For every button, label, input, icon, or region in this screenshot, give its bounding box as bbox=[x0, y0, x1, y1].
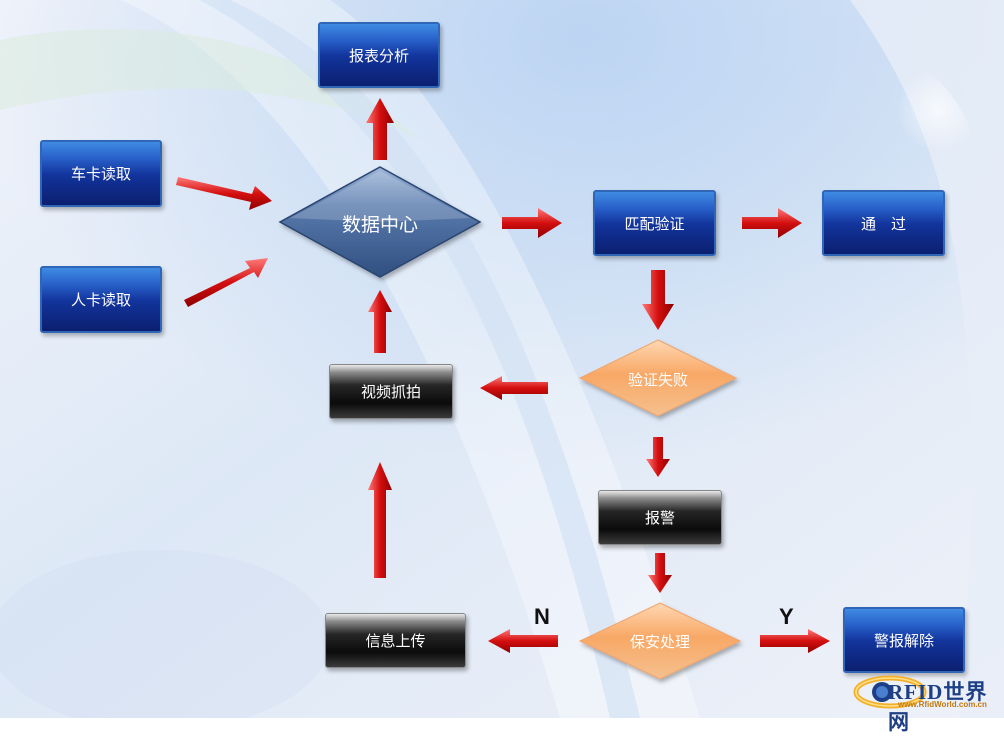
info-upload-box: 信息上传 bbox=[325, 613, 466, 668]
verify-failed-label: 验证失败 bbox=[627, 370, 688, 389]
arrow-failed-to-video bbox=[480, 376, 548, 400]
pass-label: 通 过 bbox=[860, 214, 906, 233]
pass-box: 通 过 bbox=[822, 190, 945, 256]
vehicle-card-read-box: 车卡读取 bbox=[40, 140, 162, 207]
alarm-label: 报警 bbox=[644, 509, 675, 527]
alarm-release-box: 警报解除 bbox=[843, 607, 965, 673]
data-center-label: 数据中心 bbox=[341, 213, 418, 236]
alarm-box: 报警 bbox=[598, 490, 722, 545]
arrow-center-to-match bbox=[502, 208, 562, 238]
arrow-match-to-pass bbox=[742, 208, 802, 238]
verify-failed-diamond bbox=[578, 339, 738, 417]
arrow-center-to-report bbox=[366, 98, 394, 160]
background bbox=[0, 0, 1004, 718]
person-card-read-label: 人卡读取 bbox=[70, 291, 131, 309]
flow-diagram bbox=[176, 98, 830, 680]
person-card-read-box: 人卡读取 bbox=[40, 266, 162, 333]
yes-branch-label: Y bbox=[779, 604, 794, 629]
alarm-release-label: 警报解除 bbox=[873, 631, 934, 650]
info-upload-label: 信息上传 bbox=[365, 632, 426, 650]
video-capture-label: 视频抓拍 bbox=[360, 383, 421, 401]
arrow-match-to-failed bbox=[642, 270, 674, 330]
security-handling-diamond bbox=[578, 602, 742, 680]
arrow-upload-to-video bbox=[368, 462, 392, 578]
security-handling-label: 保安处理 bbox=[629, 632, 690, 651]
match-verify-box: 匹配验证 bbox=[593, 190, 716, 256]
vehicle-card-read-label: 车卡读取 bbox=[70, 165, 131, 183]
arrow-alarm-to-security bbox=[648, 553, 672, 593]
match-verify-label: 匹配验证 bbox=[624, 214, 685, 233]
arrow-vehicle-to-center bbox=[176, 177, 272, 210]
report-analysis-box: 报表分析 bbox=[318, 22, 440, 88]
logo-url-text: www.RfidWorld.com.cn bbox=[898, 700, 987, 709]
arrow-security-to-upload bbox=[488, 629, 558, 653]
arrow-video-to-center bbox=[368, 290, 392, 353]
data-center-diamond bbox=[278, 166, 482, 278]
arrow-person-to-center bbox=[184, 258, 268, 307]
rfidworld-logo-emblem bbox=[853, 675, 927, 709]
video-capture-box: 视频抓拍 bbox=[329, 364, 453, 419]
arrow-failed-to-alarm bbox=[646, 437, 670, 477]
arrow-security-to-release bbox=[760, 629, 830, 653]
no-branch-label: N bbox=[534, 604, 550, 629]
report-analysis-label: 报表分析 bbox=[348, 46, 409, 65]
